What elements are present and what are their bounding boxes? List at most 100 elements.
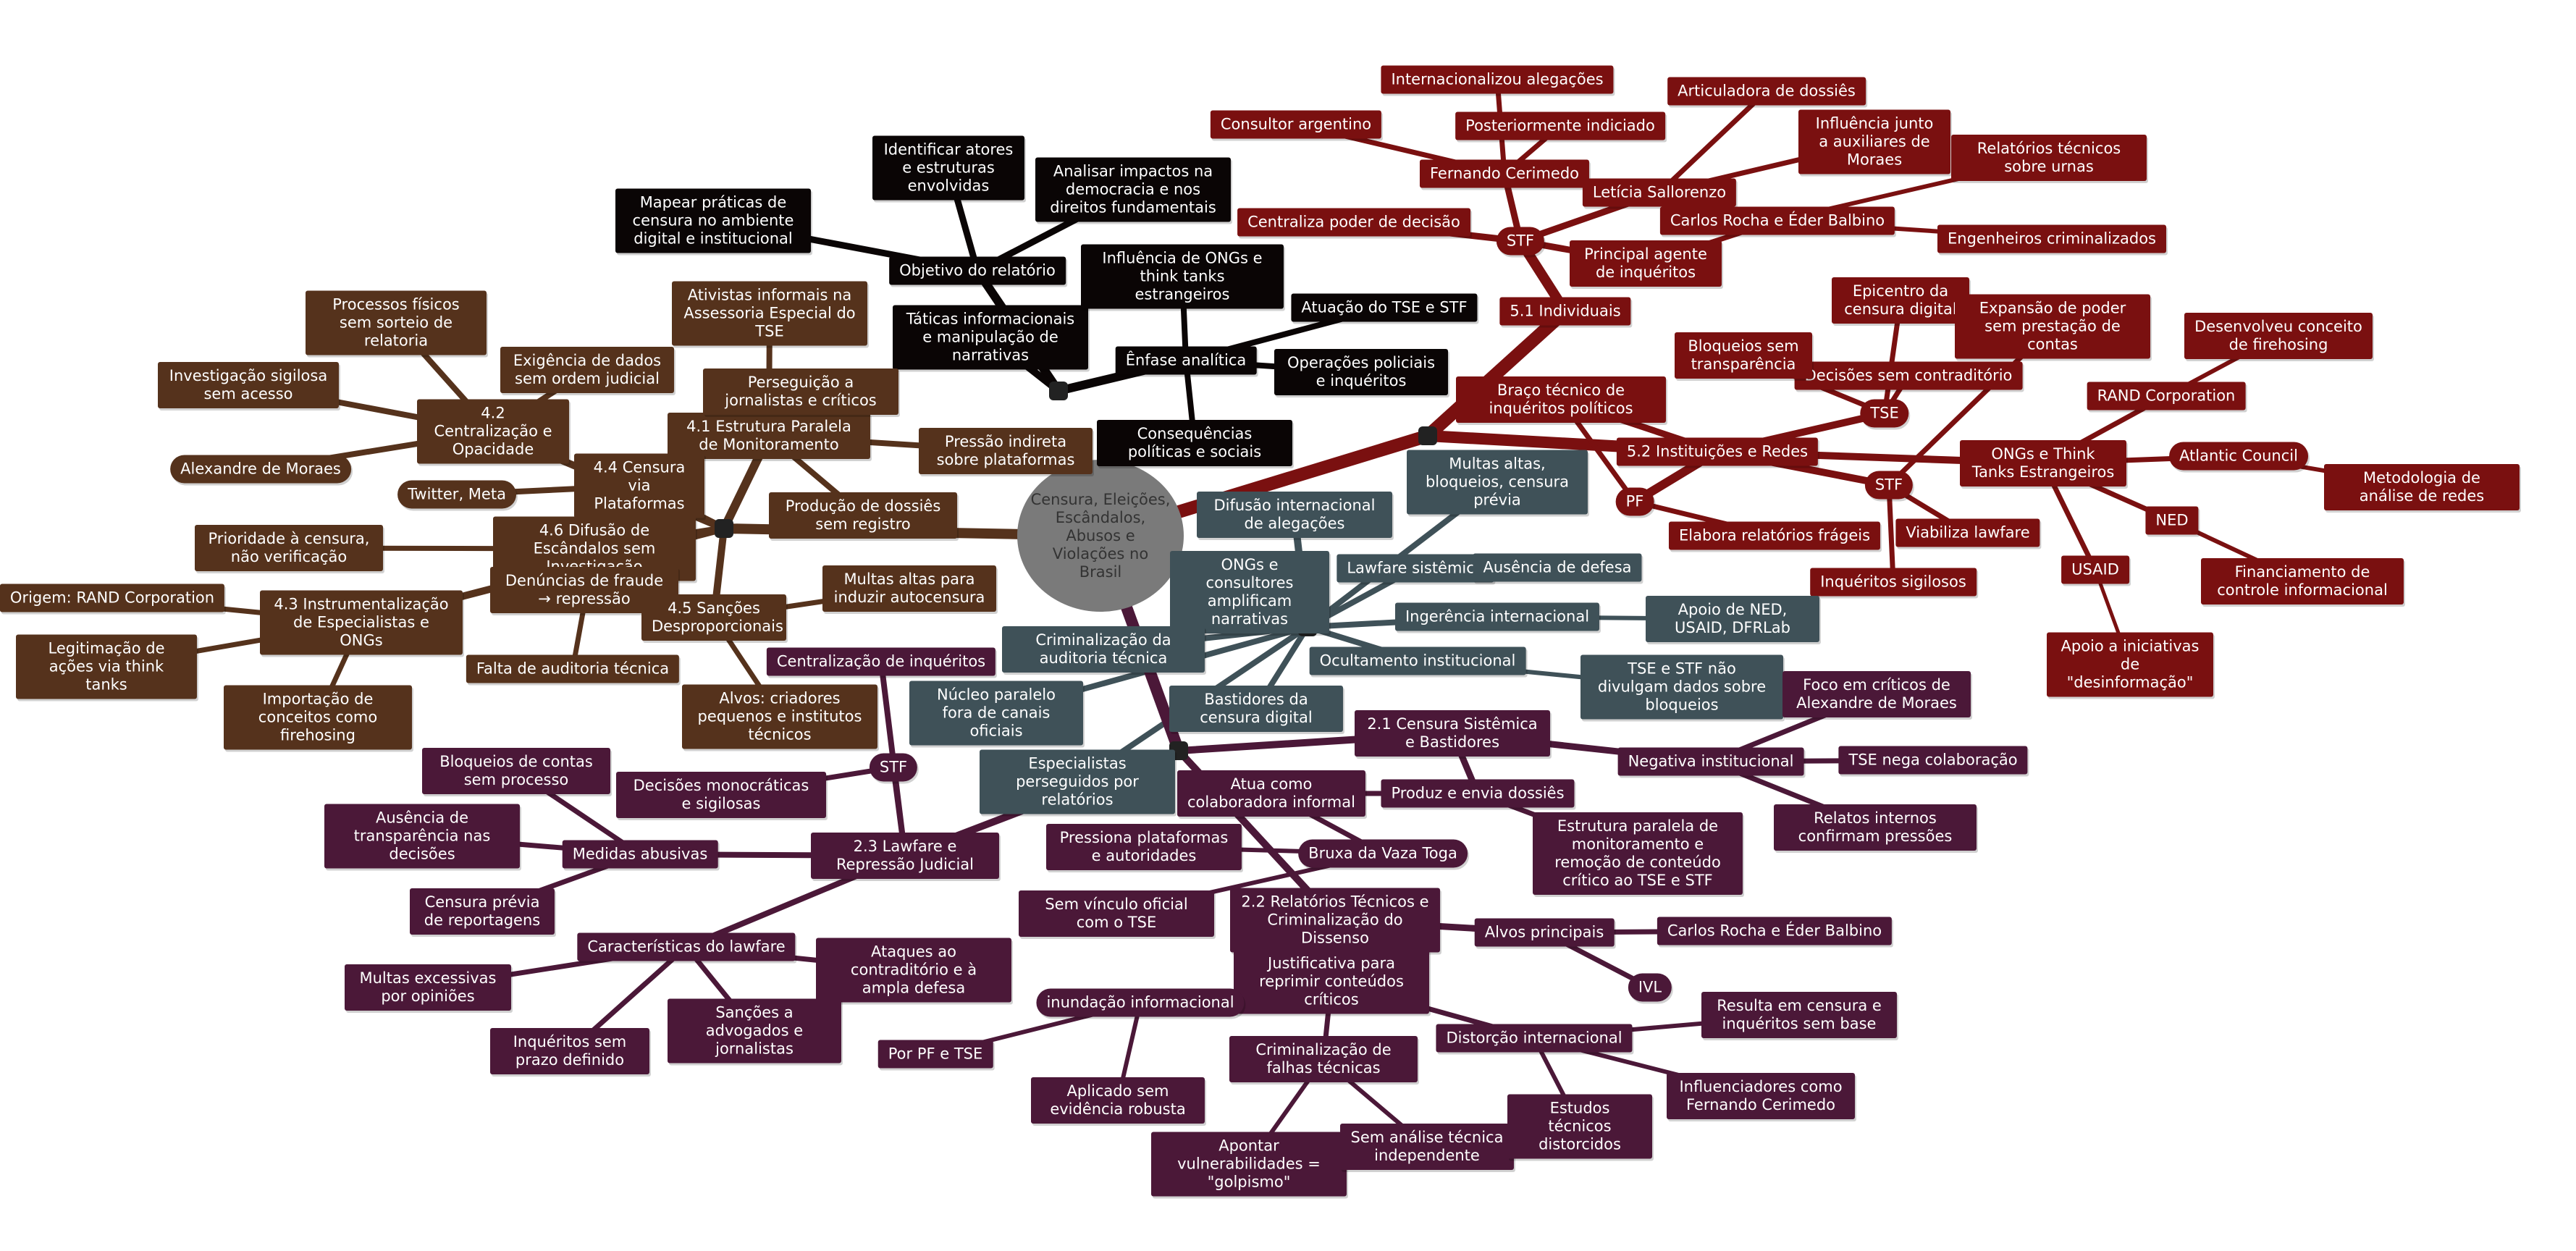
node-reng[interactable]: Engenheiros criminalizados [1937, 224, 2167, 253]
node-pata[interactable]: Ataques ao contraditório e à ampla defes… [816, 938, 1011, 1003]
node-snuc[interactable]: Núcleo paralelo fora de canais oficiais [909, 681, 1083, 746]
root-node[interactable]: Censura, Eleições, Escândalos, Abusos e … [1017, 460, 1184, 612]
node-pjus[interactable]: Justificativa para reprimir conteúdos cr… [1234, 949, 1429, 1014]
node-bmor[interactable]: Alexandre de Moraes [170, 455, 351, 484]
node-b45[interactable]: 4.5 Sanções Desproporcionais [641, 594, 786, 641]
node-bimp[interactable]: Importação de conceitos como firehosing [224, 685, 412, 750]
node-bexi[interactable]: Exigência de dados sem ordem judicial [500, 347, 674, 393]
node-atu[interactable]: Atuação do TSE e STF [1291, 293, 1478, 322]
node-b42[interactable]: 4.2 Centralização e Opacidade [417, 399, 569, 464]
node-rtse[interactable]: TSE [1860, 399, 1909, 428]
node-obj[interactable]: Objetivo do relatório [889, 256, 1066, 285]
node-prel[interactable]: Relatos internos confirmam pressões [1774, 804, 1977, 851]
node-pest[interactable]: Estrutura paralela de monitoramento e re… [1533, 812, 1743, 895]
node-rmet[interactable]: Metodologia de análise de redes [2324, 464, 2520, 510]
node-enf[interactable]: Ênfase analítica [1115, 346, 1257, 375]
node-pest2[interactable]: Estudos técnicos distorcidos [1507, 1094, 1652, 1159]
node-rint[interactable]: Internacionalizou alegações [1381, 65, 1614, 94]
node-rong[interactable]: ONGs e Think Tanks Estrangeiros [1960, 440, 2126, 486]
node-rned[interactable]: NED [2145, 506, 2199, 535]
node-tat[interactable]: Táticas informacionais e manipulação de … [893, 305, 1088, 370]
node-rblo[interactable]: Bloqueios sem transparência [1675, 332, 1812, 379]
node-pbru[interactable]: Bruxa da Vaza Toga [1298, 839, 1468, 868]
node-pcen2[interactable]: Censura prévia de reportagens [410, 888, 555, 935]
node-bori[interactable]: Origem: RAND Corporation [0, 584, 225, 612]
node-bpre[interactable]: Pressão indireta sobre plataformas [919, 428, 1093, 474]
node-rusa[interactable]: USAID [2061, 555, 2129, 584]
node-pivl[interactable]: IVL [1628, 973, 1672, 1002]
node-bfal[interactable]: Falta de auditoria técnica [466, 654, 680, 683]
node-p21[interactable]: 2.1 Censura Sistêmica e Bastidores [1355, 710, 1550, 757]
node-ratl[interactable]: Atlantic Council [2169, 442, 2308, 471]
node-ope[interactable]: Operações policiais e inquéritos [1274, 349, 1448, 395]
node-bper[interactable]: Perseguição a jornalistas e críticos [703, 368, 898, 415]
node-bpri[interactable]: Prioridade à censura, não verificação [195, 525, 383, 571]
node-rpri[interactable]: Principal agente de inquéritos [1570, 240, 1722, 287]
node-rind[interactable]: Posteriormente indiciado [1455, 111, 1665, 140]
node-b44[interactable]: 4.4 Censura via Plataformas [574, 453, 704, 518]
node-pprod[interactable]: Produz e envia dossiês [1381, 779, 1575, 808]
node-rfir[interactable]: Desenvolveu conceito de firehosing [2184, 313, 2373, 359]
node-ptse[interactable]: TSE nega colaboração [1838, 746, 2028, 775]
node-rrel[interactable]: Relatórios técnicos sobre urnas [1951, 135, 2147, 181]
node-rapo[interactable]: Apoio a iniciativas de "desinformação" [2047, 632, 2213, 697]
node-soc[interactable]: Ocultamento institucional [1309, 646, 1526, 675]
node-rart[interactable]: Articuladora de dossiês [1667, 77, 1866, 106]
node-p22[interactable]: 2.2 Relatórios Técnicos e Criminalização… [1230, 888, 1440, 953]
node-pmed[interactable]: Medidas abusivas [562, 840, 718, 869]
node-pcri[interactable]: Criminalização de falhas técnicas [1229, 1036, 1418, 1082]
node-rpf[interactable]: PF [1615, 487, 1654, 516]
node-rroc[interactable]: Carlos Rocha e Éder Balbino [1659, 206, 1895, 235]
node-patu[interactable]: Atua como colaboradora informal [1177, 770, 1365, 817]
node-rinf[interactable]: Influência junto a auxiliares de Moraes [1798, 109, 1950, 174]
node-smul[interactable]: Multas altas, bloqueios, censura prévia [1407, 450, 1588, 515]
node-sdif[interactable]: Difusão internacional de alegações [1197, 492, 1392, 538]
node-song[interactable]: ONGs e consultores amplificam narrativas [1170, 551, 1329, 633]
node-pdis[interactable]: Distorção internacional [1436, 1024, 1633, 1053]
node-papl[interactable]: Aplicado sem evidência robusta [1031, 1077, 1205, 1124]
node-ppre[interactable]: Pressiona plataformas e autoridades [1046, 824, 1242, 870]
node-bleg[interactable]: Legitimação de ações via think tanks [16, 634, 197, 699]
node-paus[interactable]: Ausência de transparência nas decisões [324, 804, 520, 869]
node-con[interactable]: Consequências políticas e sociais [1097, 420, 1292, 466]
node-r51[interactable]: 5.1 Individuais [1499, 297, 1631, 326]
node-palv[interactable]: Alvos principais [1474, 918, 1615, 947]
node-rsig[interactable]: Inquéritos sigilosos [1810, 568, 1977, 597]
node-papo[interactable]: Apontar vulnerabilidades = "golpismo" [1151, 1132, 1347, 1197]
node-r52[interactable]: 5.2 Instituições e Redes [1616, 437, 1819, 466]
node-sesp[interactable]: Especialistas perseguidos por relatórios [980, 749, 1175, 814]
node-pmul[interactable]: Multas excessivas por opiniões [345, 964, 511, 1011]
node-rcon[interactable]: Consultor argentino [1210, 110, 1382, 139]
node-binv[interactable]: Investigação sigilosa sem acesso [158, 362, 339, 408]
node-sing[interactable]: Ingerência internacional [1394, 602, 1600, 631]
node-pstf[interactable]: STF [869, 753, 918, 782]
node-rbra[interactable]: Braço técnico de inquéritos políticos [1456, 376, 1666, 423]
node-btwi[interactable]: Twitter, Meta [397, 480, 516, 509]
node-pneg[interactable]: Negativa institucional [1617, 747, 1804, 776]
node-pinu[interactable]: inundação informacional [1036, 988, 1245, 1017]
node-b43[interactable]: 4.3 Instrumentalização de Especialistas … [260, 590, 463, 655]
node-ppor[interactable]: Por PF e TSE [877, 1040, 993, 1069]
node-pblo[interactable]: Bloqueios de contas sem processo [422, 748, 610, 794]
node-pfoc[interactable]: Foco em críticos de Alexandre de Moraes [1782, 671, 1971, 717]
node-rran[interactable]: RAND Corporation [2087, 382, 2246, 410]
node-ana[interactable]: Analisar impactos na democracia e nos di… [1035, 157, 1231, 222]
node-rsal[interactable]: Letícia Sallorenzo [1582, 178, 1737, 207]
node-stse[interactable]: TSE e STF não divulgam dados sobre bloqu… [1580, 654, 1783, 720]
node-proc[interactable]: Carlos Rocha e Éder Balbino [1657, 917, 1893, 945]
node-scri[interactable]: Criminalização da auditoria técnica [1002, 626, 1205, 673]
node-bpro[interactable]: Produção de dossiês sem registro [769, 492, 957, 539]
node-rfra[interactable]: Elabora relatórios frágeis [1668, 521, 1881, 550]
node-repi[interactable]: Epicentro da censura digital [1832, 277, 1969, 324]
node-bproc[interactable]: Processos físicos sem sorteio de relator… [306, 290, 487, 355]
node-bmul[interactable]: Multas altas para induzir autocensura [822, 565, 996, 612]
node-pinf[interactable]: Influenciadores como Fernando Cerimedo [1667, 1073, 1855, 1119]
node-pcar[interactable]: Características do lawfare [577, 932, 796, 961]
node-rexp[interactable]: Expansão de poder sem prestação de conta… [1955, 294, 2150, 359]
node-balv[interactable]: Alvos: criadores pequenos e institutos t… [682, 684, 877, 749]
node-psan[interactable]: Sanções a advogados e jornalistas [668, 998, 841, 1063]
node-rfin[interactable]: Financiamento de controle informacional [2201, 558, 2404, 605]
node-map[interactable]: Mapear práticas de censura no ambiente d… [615, 188, 811, 253]
node-bati[interactable]: Ativistas informais na Assessoria Especi… [672, 281, 867, 346]
node-rvia[interactable]: Viabiliza lawfare [1895, 518, 2040, 547]
